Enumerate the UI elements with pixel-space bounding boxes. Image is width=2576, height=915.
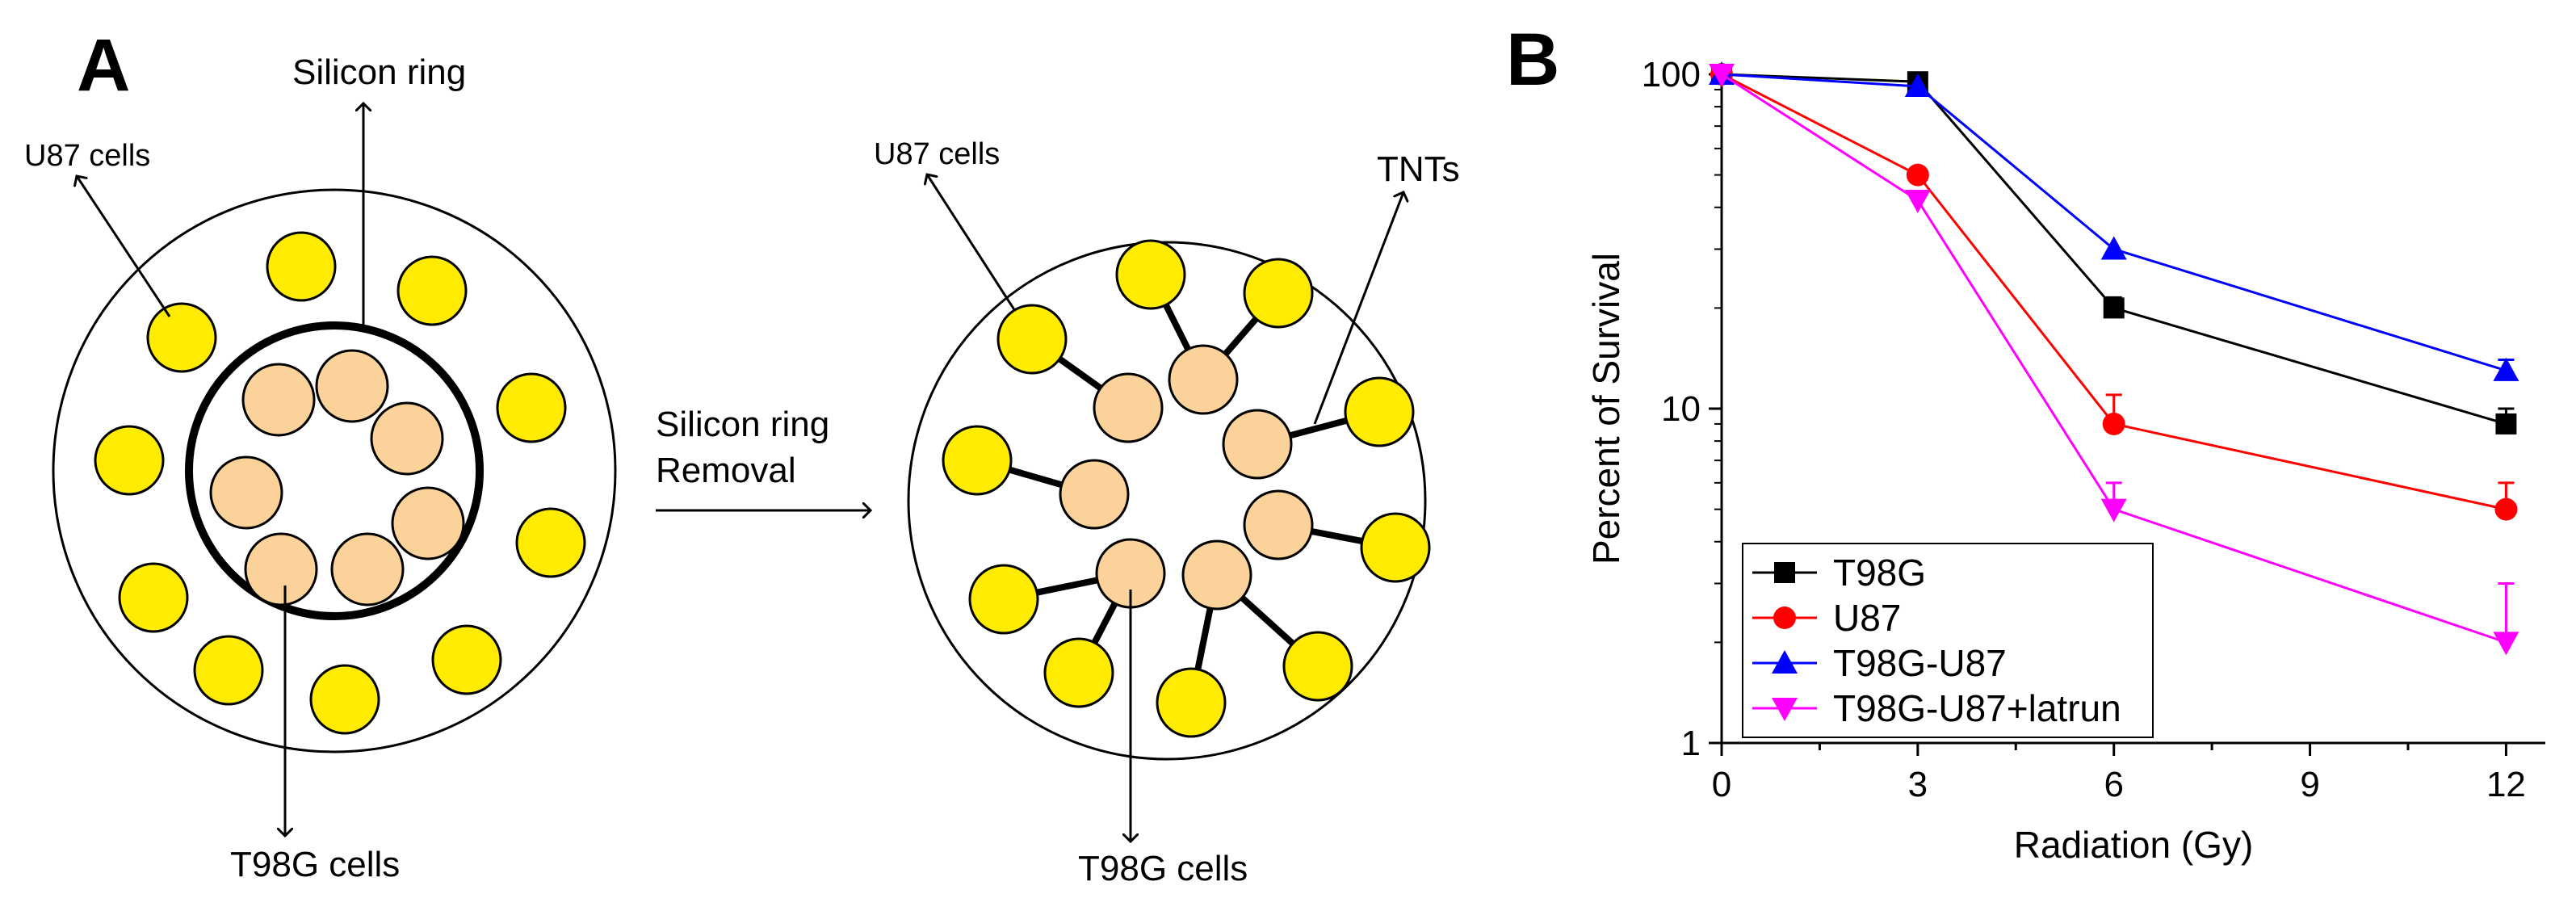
- legend-marker: [1774, 562, 1795, 583]
- u87-cell: [309, 664, 380, 735]
- data-point: [2494, 497, 2518, 521]
- series-u87: [1710, 63, 2518, 521]
- data-point: [2495, 413, 2517, 434]
- t98g-cell: [209, 455, 283, 530]
- y-tick-label: 100: [1642, 55, 1701, 94]
- u87-cell: [968, 564, 1039, 635]
- t98g-cell: [1222, 409, 1293, 480]
- u87-cell: [1344, 376, 1415, 447]
- u87-cell: [515, 507, 586, 578]
- legend-entry: T98G-U87: [1752, 642, 2007, 684]
- u87-cell: [1043, 637, 1114, 708]
- u87-cell: [94, 425, 165, 496]
- t98g-cell: [1181, 539, 1252, 611]
- y-tick-label: 10: [1661, 389, 1701, 429]
- legend-label: T98G-U87: [1833, 642, 2007, 684]
- u87-cell: [1156, 667, 1227, 738]
- series-line: [1721, 73, 2507, 372]
- legend-marker: [1772, 650, 1798, 674]
- u87-cell: [118, 562, 189, 633]
- legend-entry: T98G: [1752, 552, 1926, 594]
- u87-left-pointer: [77, 176, 171, 317]
- tnts-label: TNTs: [1377, 149, 1460, 189]
- x-tick-label: 9: [2300, 765, 2319, 804]
- t98g-cell: [1168, 344, 1239, 415]
- t98g-cell: [391, 486, 465, 560]
- t98g-cell: [1243, 489, 1314, 560]
- y-tick-label: 1: [1681, 724, 1701, 763]
- u87-cell: [496, 372, 567, 443]
- legend-label: T98G-U87+latrun: [1833, 687, 2121, 729]
- t98g-cell: [1059, 459, 1130, 530]
- data-point: [2100, 236, 2127, 260]
- u87-cell: [396, 255, 468, 326]
- t98g-left-label: T98G cells: [230, 845, 400, 884]
- data-point: [1904, 189, 1931, 213]
- legend-marker: [1773, 607, 1796, 629]
- x-tick-label: 0: [1712, 765, 1731, 804]
- u87-cell: [1115, 239, 1186, 310]
- x-tick-label: 3: [1908, 765, 1928, 804]
- panel-a-letter: A: [77, 24, 130, 107]
- x-tick-label: 12: [2486, 765, 2526, 804]
- tnts-pointer: [1313, 192, 1403, 425]
- left-u87-cells: [94, 231, 586, 735]
- t98g-cell: [330, 532, 405, 607]
- data-point: [1709, 64, 1735, 87]
- u87-right-label: U87 cells: [874, 137, 1000, 171]
- t98g-cell: [244, 532, 318, 607]
- u87-cell: [942, 425, 1013, 496]
- left-t98g-cells: [209, 349, 465, 607]
- x-axis-title: Radiation (Gy): [2014, 824, 2254, 866]
- u87-cell: [1243, 258, 1314, 329]
- legend-label: U87: [1833, 597, 1901, 639]
- t98g-cell: [241, 363, 316, 437]
- data-point: [2102, 412, 2125, 435]
- u87-cell: [1282, 631, 1353, 702]
- legend-entry: T98G-U87+latrun: [1752, 687, 2121, 729]
- u87-right-pointer: [927, 174, 1017, 312]
- legend-label: T98G: [1833, 552, 1926, 594]
- u87-cell: [266, 231, 337, 302]
- data-point: [1904, 73, 1931, 97]
- series-line: [1721, 73, 2507, 644]
- series-t98g-u87: [1709, 61, 2519, 381]
- silicon-ring-label: Silicon ring: [292, 52, 466, 92]
- removal-label-line1: Silicon ring: [656, 405, 829, 444]
- t98g-cell: [370, 401, 444, 476]
- x-tick-label: 6: [2104, 765, 2123, 804]
- t98g-cell: [1093, 372, 1164, 443]
- series-t98g-u87-latrun: [1709, 64, 2519, 656]
- t98g-right-label: T98G cells: [1078, 849, 1248, 888]
- y-axis-title: Percent of Survival: [1585, 253, 1627, 565]
- data-point: [2493, 632, 2519, 656]
- series-line: [1721, 73, 2507, 426]
- legend-marker: [1772, 698, 1798, 721]
- legend-entry: U87: [1752, 597, 1901, 639]
- data-point: [2493, 357, 2519, 381]
- right-u87-cells: [942, 239, 1431, 738]
- right-t98g-cells: [1059, 344, 1314, 611]
- legend-box: [1742, 543, 2154, 738]
- u87-cell: [1360, 512, 1431, 583]
- silicon-ring: [185, 321, 484, 620]
- u87-left-label: U87 cells: [24, 139, 150, 173]
- data-point: [1906, 163, 1929, 187]
- panel-b-letter: B: [1506, 19, 1559, 101]
- t98g-cell: [315, 349, 389, 423]
- data-point: [2103, 297, 2125, 319]
- series-line: [1721, 73, 2507, 511]
- u87-cell: [996, 304, 1068, 375]
- u87-cell: [193, 635, 264, 706]
- panel-a: A Silicon ring U87: [24, 24, 1460, 888]
- u87-cell: [431, 624, 502, 695]
- right-dish: [907, 241, 1427, 761]
- data-point: [2100, 498, 2127, 523]
- left-dish: [52, 188, 617, 753]
- removal-label-line2: Removal: [656, 451, 796, 490]
- u87-cell: [146, 302, 217, 373]
